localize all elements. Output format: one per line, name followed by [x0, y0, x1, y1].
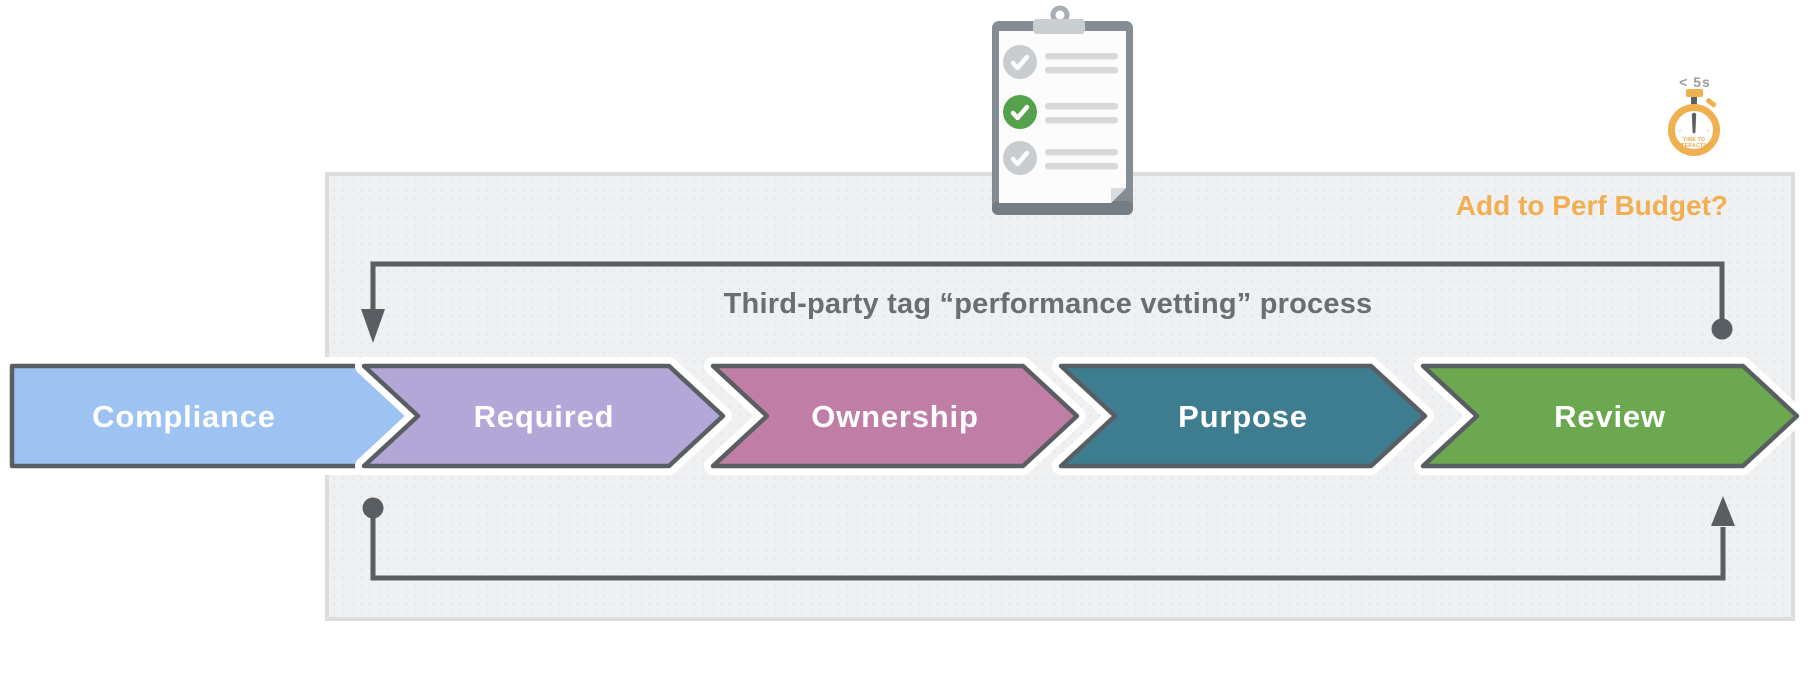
stage-label: Required	[474, 399, 615, 434]
stage-compliance: Compliance	[3, 357, 419, 475]
checkmark-icon	[1010, 54, 1030, 71]
stage-review: Review	[1414, 357, 1806, 475]
list-text-bar	[1045, 53, 1118, 60]
dial-tick: +	[1692, 147, 1696, 153]
stage-label: Purpose	[1178, 399, 1308, 434]
process-title: Third-party tag “performance vetting” pr…	[724, 288, 1373, 320]
perf-budget-question: Add to Perf Budget?	[1456, 190, 1728, 221]
stage-shape	[710, 363, 1080, 469]
stopwatch-caption-line2: INTERACTIVE	[1676, 143, 1713, 149]
list-text-bar	[1045, 163, 1118, 170]
clipboard-checklist-icon	[992, 5, 1133, 215]
stopwatch-icon: < 5s + + + TIME TO INTERACTIVE	[1668, 74, 1720, 156]
stopwatch-button	[1686, 89, 1703, 97]
bottom-loop-line	[370, 514, 1726, 581]
stage-shape	[1420, 363, 1800, 469]
checklist-item	[1003, 45, 1118, 79]
stage-label: Review	[1554, 399, 1666, 434]
clipboard-clip	[1033, 19, 1085, 34]
top-loop-line	[370, 261, 1725, 319]
dial-tick: +	[1706, 129, 1710, 135]
list-text-bar	[1045, 149, 1118, 156]
dial-tick: +	[1678, 129, 1682, 135]
top-loop-arrow	[361, 261, 1733, 343]
stopwatch-needle	[1691, 112, 1697, 134]
stopwatch-threshold-label: < 5s	[1679, 74, 1711, 90]
list-text-bar	[1045, 117, 1118, 124]
stage-required: Required	[355, 357, 732, 475]
checkmark-icon	[1010, 104, 1030, 121]
clipboard-paper-fold	[1111, 188, 1126, 203]
bottom-loop-arrowhead-icon	[1711, 496, 1735, 526]
checklist-item	[1003, 95, 1118, 129]
stopwatch-knob	[1706, 98, 1717, 108]
stage-shape	[1058, 363, 1428, 469]
top-loop-arrowhead-icon	[361, 309, 385, 343]
list-text-bar	[1045, 103, 1118, 110]
stage-ownership: Ownership	[704, 357, 1086, 475]
stopwatch-caption-line1: TIME TO	[1683, 137, 1705, 143]
bottom-loop-origin-dot	[362, 497, 384, 519]
stopwatch-stem	[1691, 94, 1697, 107]
stage-purpose: Purpose	[1052, 357, 1434, 475]
bottom-loop-arrow	[362, 496, 1735, 581]
checklist-item	[1003, 141, 1118, 175]
list-text-bar	[1045, 67, 1118, 74]
stage-shape	[361, 363, 726, 469]
top-loop-origin-dot	[1711, 318, 1733, 340]
stage-label: Ownership	[811, 399, 978, 434]
stage-chevrons: Compliance Required Ownership Purpose Re…	[3, 357, 1806, 475]
checkmark-icon	[1010, 150, 1030, 167]
clipboard-board-shadow	[992, 201, 1133, 215]
stage-label: Compliance	[92, 399, 276, 434]
